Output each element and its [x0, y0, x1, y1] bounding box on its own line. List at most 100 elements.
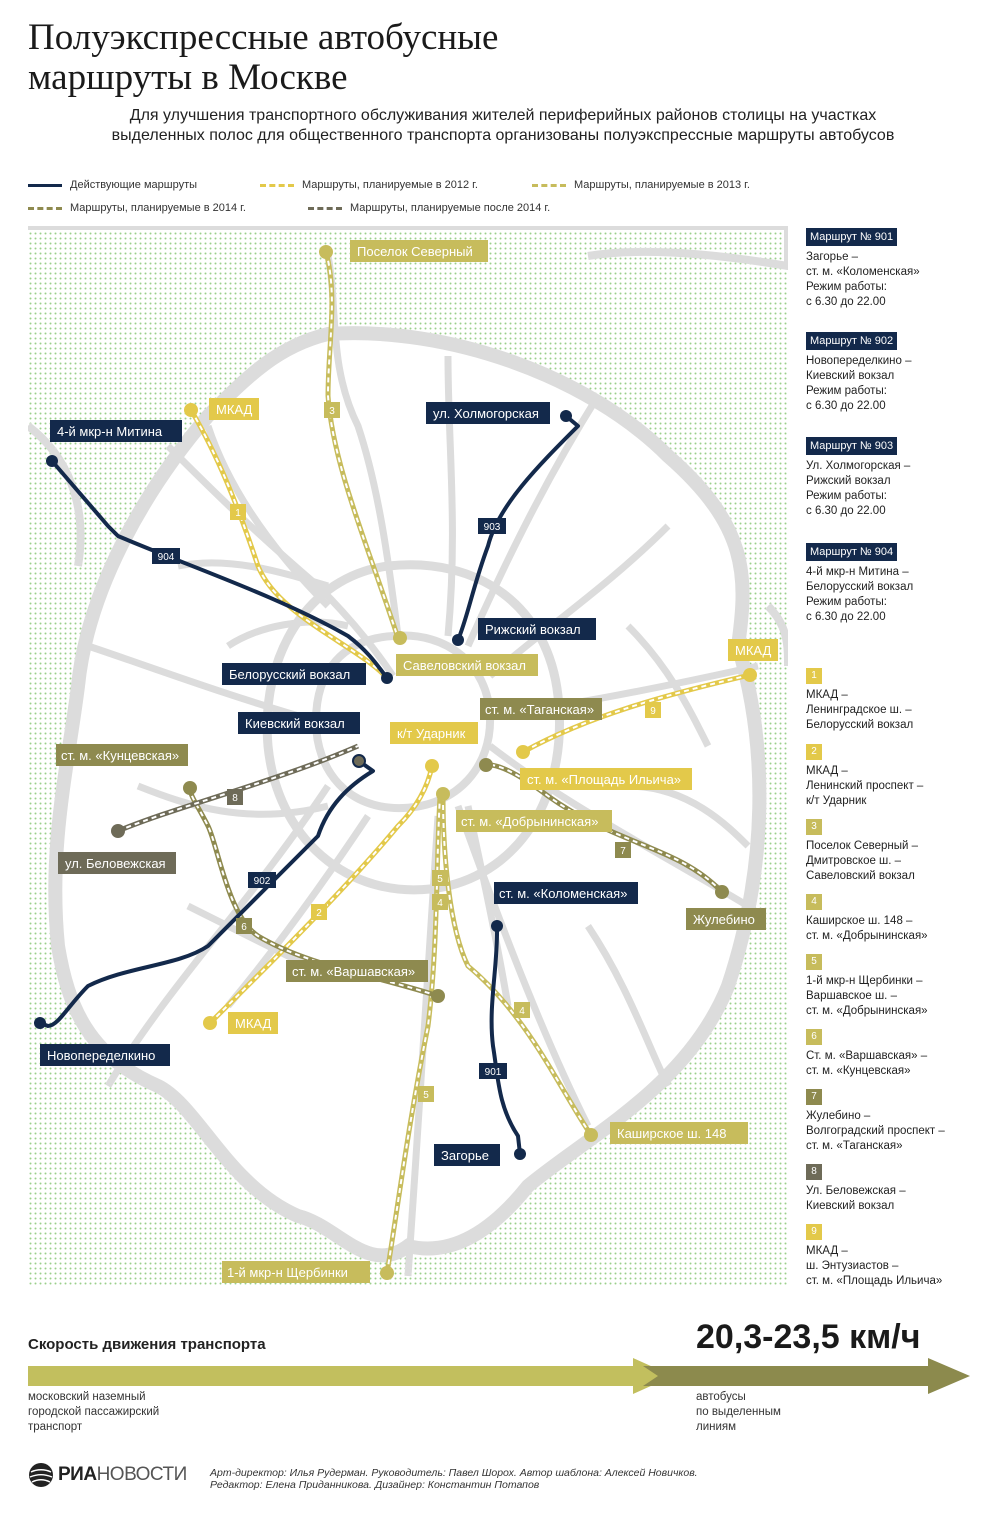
title-line-1: Полуэкспрессные автобусные [28, 17, 499, 58]
svg-text:4: 4 [519, 1006, 525, 1017]
speed-left-label: московский наземный городской пассажирск… [28, 1390, 159, 1435]
badge-1: 1 [230, 504, 246, 520]
planned-route-4-num: 4 [806, 894, 822, 910]
label-severny: Поселок Северный [350, 240, 488, 262]
planned-route-5-num: 5 [806, 954, 822, 970]
route-7-dash [485, 763, 723, 893]
legend-active: Действующие маршруты [28, 179, 197, 191]
subtitle-line-1: Для улучшения транспортного обслуживания… [129, 107, 877, 124]
badge-902: 902 [248, 872, 276, 888]
route-4-dash [442, 795, 592, 1136]
planned-route-3-line-3: Савеловский вокзал [806, 870, 915, 882]
planned-route-5: 5 1-й мкр-н Щербинки – Варшавское ш. – с… [806, 954, 986, 1019]
label-dobryninskaya: ст. м. «Добрынинская» [456, 810, 612, 832]
route-901-info: Маршрут № 901 Загорье – ст. м. «Коломенс… [806, 228, 986, 310]
badge-2: 2 [311, 904, 327, 920]
label-mkad-nw: МКАД [209, 398, 259, 420]
svg-text:Киевский вокзал: Киевский вокзал [245, 716, 345, 731]
planned-route-7-num: 7 [806, 1089, 822, 1105]
planned-route-5-line-2: Варшавское ш. – [806, 990, 897, 1002]
svg-text:3: 3 [329, 406, 335, 417]
planned-route-9: 9 МКАД – ш. Энтузиастов – ст. м. «Площад… [806, 1224, 986, 1289]
planned-route-2: 2 МКАД – Ленинский проспект – к/т Ударни… [806, 744, 986, 809]
legend-active-line [28, 183, 62, 187]
planned-route-1-line-1: МКАД – [806, 689, 848, 701]
planned-route-1: 1 МКАД – Ленинградское ш. – Белорусский … [806, 668, 986, 733]
stop-kholmogorskaya [560, 410, 572, 422]
svg-text:ст. м. «Таганская»: ст. м. «Таганская» [485, 702, 594, 717]
route-904-head: Маршрут № 904 [806, 543, 898, 561]
svg-text:5: 5 [437, 874, 443, 885]
speed-title: Скорость движения транспорта [28, 1336, 266, 1353]
badge-5b: 5 [418, 1086, 434, 1102]
label-udarnik: к/т Ударник [390, 722, 478, 744]
label-belorussky: Белорусский вокзал [222, 663, 366, 685]
legend-2013-line [532, 183, 566, 187]
svg-text:4-й мкр-н Митина: 4-й мкр-н Митина [57, 424, 163, 439]
legend-after-line [308, 206, 342, 210]
speed-right-line-1: автобусы [696, 1391, 746, 1403]
label-rizhsky: Рижский вокзал [478, 618, 596, 640]
badge-8: 8 [227, 789, 243, 805]
moscow-map: 904 903 902 901 1 3 2 9 4 4 5 5 6 7 8 По… [28, 226, 788, 1286]
stop-mitino [46, 455, 58, 467]
badge-7: 7 [615, 842, 631, 858]
title-line-2: маршруты в Москве [28, 57, 348, 98]
planned-route-3: 3 Поселок Северный – Дмитровское ш. – Са… [806, 819, 986, 884]
route-904-line-4: с 6.30 до 22.00 [806, 611, 886, 623]
route-903-head: Маршрут № 903 [806, 437, 898, 455]
planned-route-9-line-3: ст. м. «Площадь Ильича» [806, 1275, 943, 1287]
page-subtitle: Для улучшения транспортного обслуживания… [28, 106, 978, 146]
stop-shcherbinka [380, 1266, 394, 1280]
badge-5a: 5 [432, 870, 448, 886]
svg-text:Рижский вокзал: Рижский вокзал [485, 622, 581, 637]
legend-2014: Маршруты, планируемые в 2014 г. [28, 202, 246, 214]
speed-right-line-3: линиям [696, 1421, 737, 1433]
legend-2012-line [260, 183, 294, 187]
label-kholmogorskaya: ул. Холмогорская [426, 402, 550, 424]
stop-udarnik [425, 759, 439, 773]
label-kolomenskaya: ст. м. «Коломенская» [494, 882, 638, 904]
speed-arrows [28, 1358, 970, 1394]
label-mitino: 4-й мкр-н Митина [50, 420, 182, 442]
planned-route-1-line-2: Ленинградское ш. – [806, 704, 912, 716]
svg-text:4: 4 [437, 898, 443, 909]
label-mkad-e: МКАД [728, 639, 778, 661]
route-902-head: Маршрут № 902 [806, 332, 898, 350]
planned-route-7: 7 Жулебино – Волгоградский проспект – ст… [806, 1089, 986, 1154]
badge-9: 9 [645, 702, 661, 718]
ria-logo: РИАНОВОСТИ [28, 1462, 187, 1488]
legend-after-label: Маршруты, планируемые после 2014 г. [350, 202, 551, 214]
route-number-badges: 904 903 902 901 1 3 2 9 4 4 5 5 6 7 8 [152, 402, 661, 1102]
route-903-line-2: Рижский вокзал [806, 475, 891, 487]
route-902-info: Маршрут № 902 Новопеределкино – Киевский… [806, 332, 986, 414]
svg-text:к/т Ударник: к/т Ударник [397, 726, 466, 741]
svg-text:2: 2 [316, 908, 322, 919]
route-901-path [489, 925, 522, 1155]
route-902-line-3: Режим работы: [806, 385, 887, 397]
svg-text:9: 9 [650, 706, 656, 717]
route-2-dash [209, 765, 433, 1024]
place-labels: Поселок Северный МКАД 4-й мкр-н Митина у… [40, 240, 778, 1283]
route-903-line-4: с 6.30 до 22.00 [806, 505, 886, 517]
planned-route-8-line-1: Ул. Беловежская – [806, 1185, 906, 1197]
route-1-dash [190, 409, 388, 679]
svg-text:Каширское ш. 148: Каширское ш. 148 [617, 1126, 726, 1141]
credits-line-2: Редактор: Елена Приданникова. Дизайнер: … [210, 1479, 540, 1491]
planned-route-8: 8 Ул. Беловежская – Киевский вокзал [806, 1164, 986, 1214]
route-904-info: Маршрут № 904 4-й мкр-н Митина – Белорус… [806, 543, 986, 625]
svg-text:Савеловский вокзал: Савеловский вокзал [403, 658, 526, 673]
legend-2013: Маршруты, планируемые в 2013 г. [532, 179, 750, 191]
svg-text:Загорье: Загорье [441, 1148, 489, 1163]
planned-route-8-line-2: Киевский вокзал [806, 1200, 895, 1212]
svg-text:ул. Холмогорская: ул. Холмогорская [433, 406, 539, 421]
stop-novoperedelkino [34, 1017, 46, 1029]
planned-route-2-line-3: к/т Ударник [806, 795, 867, 807]
page-title: Полуэкспрессные автобусные маршруты в Мо… [28, 18, 728, 98]
svg-text:901: 901 [485, 1067, 502, 1078]
legend-2012: Маршруты, планируемые в 2012 г. [260, 179, 478, 191]
legend-active-label: Действующие маршруты [70, 179, 198, 191]
badge-6: 6 [236, 918, 252, 934]
stop-dots [34, 245, 757, 1280]
badge-4b: 4 [514, 1002, 530, 1018]
